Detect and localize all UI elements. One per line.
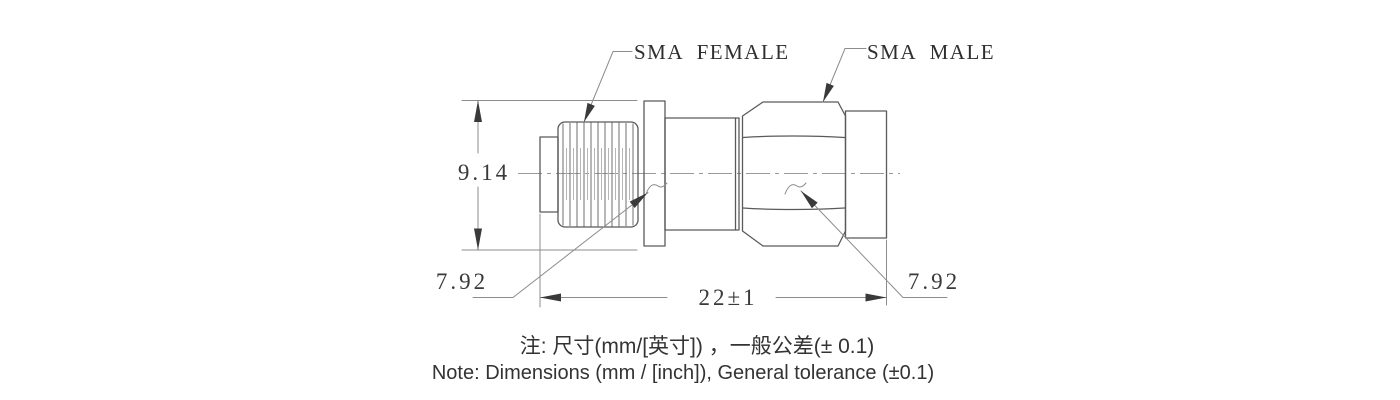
leader-line-male bbox=[822, 48, 867, 103]
arrow-down-icon bbox=[474, 228, 482, 250]
dimension-length: 22±1 bbox=[539, 213, 887, 310]
leader-line-female-hex bbox=[472, 192, 649, 298]
dim-length-value: 22±1 bbox=[698, 285, 757, 310]
arrow-left-icon bbox=[540, 293, 561, 302]
sma-female-label: SMA FEMALE bbox=[634, 40, 790, 64]
female-knurl-nut bbox=[557, 121, 639, 228]
dim-female-hex-value: 7.92 bbox=[436, 269, 488, 294]
arrow-right-icon bbox=[865, 293, 887, 302]
callout-female-hex: 7.92 bbox=[436, 182, 668, 298]
squiggle-mark-icon bbox=[784, 182, 807, 195]
hex-upper-flat-line bbox=[742, 135, 846, 139]
sma-male-label: SMA MALE bbox=[867, 40, 995, 64]
male-plug-barrel bbox=[844, 110, 888, 239]
connector-outline bbox=[539, 100, 888, 247]
note-line-english: Note: Dimensions (mm / [inch]), General … bbox=[432, 362, 934, 384]
leader-arrow-icon bbox=[801, 191, 818, 209]
center-body bbox=[664, 117, 740, 231]
female-rear-step bbox=[539, 136, 559, 213]
notes-block: 注: 尺寸(mm/[英寸]) ，一般公差(± 0.1) Note: Dimens… bbox=[432, 335, 934, 384]
male-hex-nut bbox=[741, 101, 847, 247]
leader-arrow-icon bbox=[584, 102, 595, 122]
leader-arrow-icon bbox=[629, 192, 648, 208]
dimension-height: 9.14 bbox=[458, 100, 638, 251]
dim-height-value: 9.14 bbox=[458, 160, 510, 185]
leader-line-female bbox=[583, 51, 633, 123]
arrow-up-icon bbox=[474, 100, 482, 122]
dim-male-hex-value: 7.92 bbox=[908, 269, 960, 294]
leader-arrow-icon bbox=[823, 82, 834, 102]
callout-male-hex: 7.92 bbox=[784, 182, 960, 298]
knurl-texture bbox=[562, 122, 634, 227]
squiggle-mark-icon bbox=[645, 182, 668, 195]
callout-sma-female: SMA FEMALE bbox=[583, 40, 790, 123]
hex-lower-flat-line bbox=[742, 207, 846, 211]
note-line-chinese: 注: 尺寸(mm/[英寸]) ，一般公差(± 0.1) bbox=[520, 335, 875, 358]
leader-line-male-hex bbox=[800, 190, 948, 298]
callout-sma-male: SMA MALE bbox=[822, 40, 995, 103]
